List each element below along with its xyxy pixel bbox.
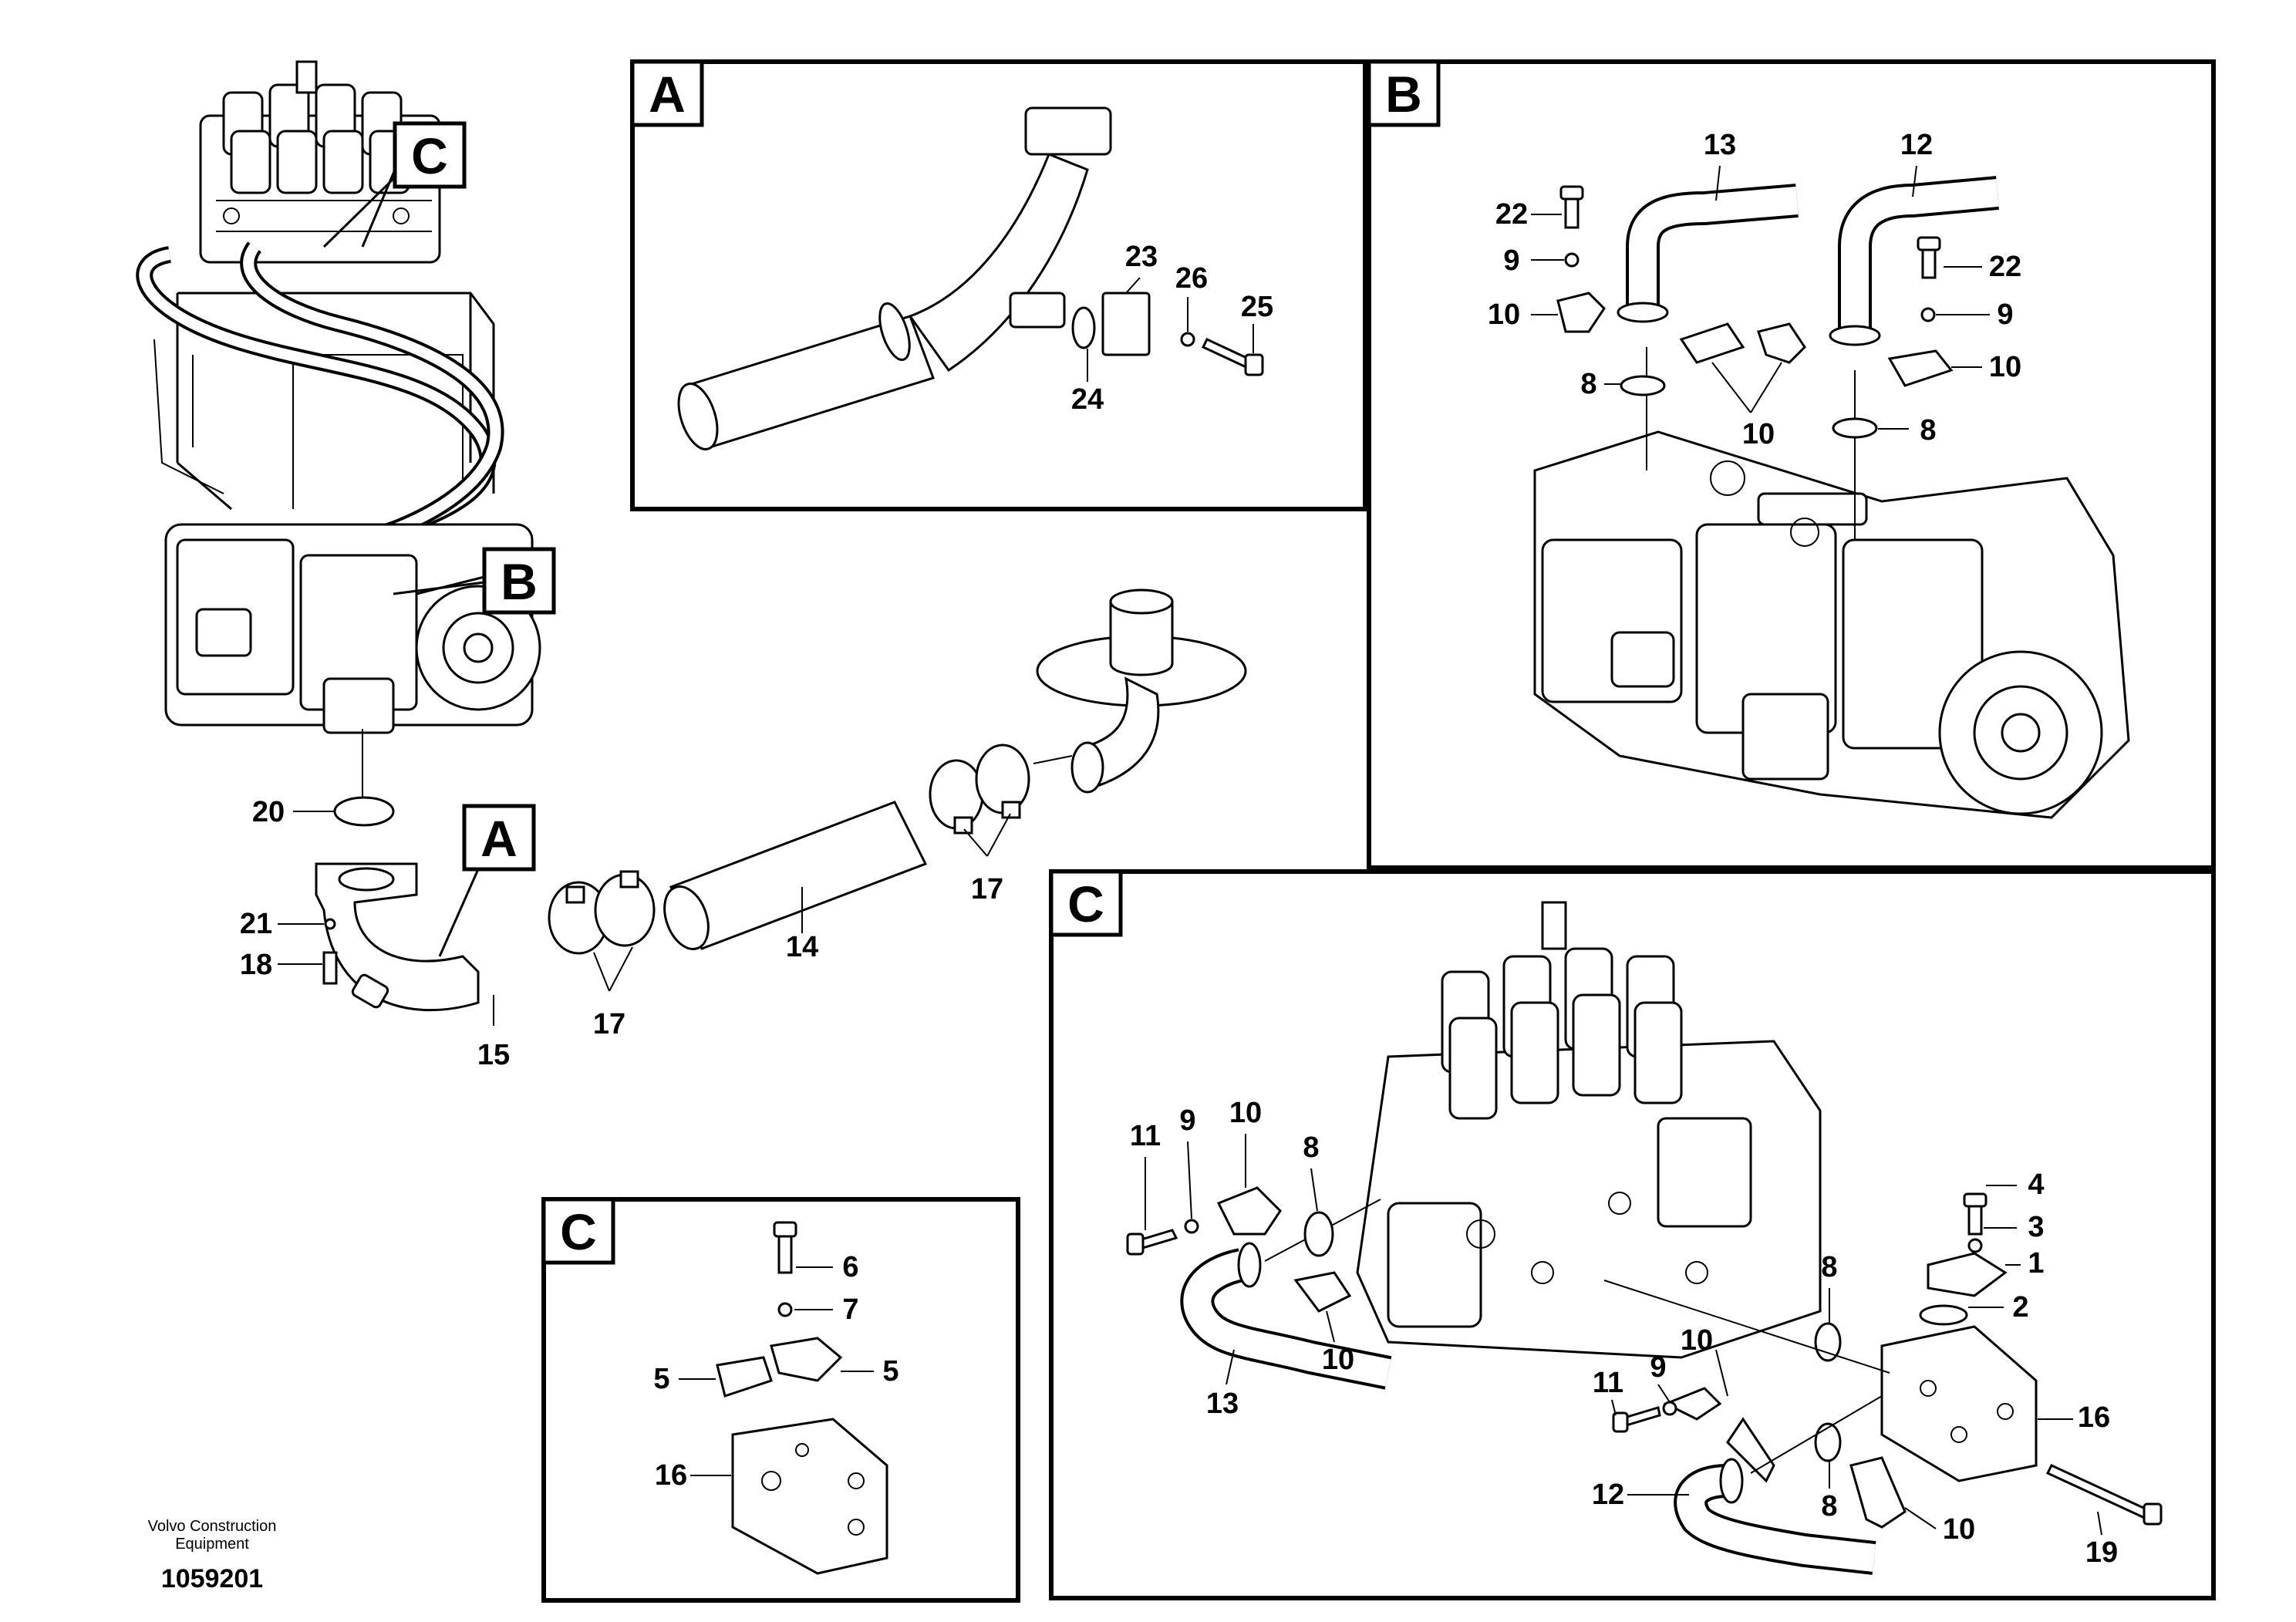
suction-hose-14[interactable] <box>656 801 928 955</box>
overview-callout-c[interactable]: C <box>322 121 467 248</box>
footer: Volvo Construction Equipment 1059201 <box>148 1518 277 1593</box>
callout-number: 16 <box>655 1459 687 1492</box>
callout-number: 11 <box>1130 1120 1161 1152</box>
suction-elbow-15[interactable] <box>315 862 480 1012</box>
callout-number: 22 <box>1495 198 1528 231</box>
view-letter: B <box>1385 66 1422 123</box>
callout-number: 16 <box>2078 1401 2110 1434</box>
panel-a-fasteners[interactable] <box>1071 292 1264 376</box>
panel-b-fasteners-left[interactable] <box>1556 185 1806 396</box>
callout-number: 8 <box>1920 414 1936 447</box>
callout-number: 2 <box>2012 1291 2028 1324</box>
callout-number: 8 <box>1303 1131 1319 1164</box>
callout-number: 10 <box>1322 1344 1354 1376</box>
panel-c-main: C <box>1049 869 2216 1600</box>
callout-number: 10 <box>1943 1513 1975 1546</box>
callout-number: 10 <box>1681 1324 1713 1357</box>
callout-number: 9 <box>1650 1351 1666 1384</box>
panel-c-tube-13[interactable] <box>1180 1242 1392 1390</box>
support-frame-illustration <box>153 292 495 511</box>
callout-number: 10 <box>1989 351 2021 383</box>
callout-number: 10 <box>1229 1097 1262 1129</box>
o-ring-24 <box>1071 306 1096 349</box>
callout-number: 10 <box>1488 298 1520 331</box>
washer-26 <box>1180 332 1195 347</box>
callout-number: 24 <box>1071 383 1104 416</box>
view-letter: C <box>1067 875 1104 932</box>
callout-number: 9 <box>1503 244 1519 277</box>
callout-number: 15 <box>477 1039 510 1071</box>
panel-b-tube-13[interactable] <box>1617 184 1799 323</box>
callout-number: 7 <box>842 1293 858 1326</box>
callout-number: 8 <box>1580 368 1596 400</box>
callout-number: 12 <box>1592 1479 1624 1511</box>
panel-b-fasteners-right[interactable] <box>1832 236 1954 439</box>
callout-number: 14 <box>786 931 818 963</box>
panel-c-fasteners-right[interactable] <box>1612 1192 2163 1529</box>
callout-number: 20 <box>252 796 285 828</box>
plate-23 <box>1101 292 1151 356</box>
view-letter: A <box>480 810 518 867</box>
overview-callout-a[interactable]: A <box>438 804 536 957</box>
overview-machine-assembly: C B A <box>136 60 556 957</box>
panel-a: A 24 23 26 25 <box>630 59 1367 511</box>
callout-number: 13 <box>1704 129 1736 161</box>
callout-number: 13 <box>1206 1388 1239 1420</box>
callout-number: 9 <box>1997 298 2013 331</box>
hose-clamps-17-lower[interactable] <box>548 870 656 955</box>
callout-number: 6 <box>842 1251 858 1283</box>
brand-line-1: Volvo Construction <box>148 1518 277 1535</box>
panel-c-fasteners-left[interactable] <box>1126 1186 1352 1313</box>
callout-number: 10 <box>1742 418 1775 450</box>
callout-number: 25 <box>1241 291 1273 323</box>
view-letter: C <box>560 1203 597 1260</box>
callout-number: 18 <box>240 949 272 981</box>
callout-number: 8 <box>1821 1490 1837 1523</box>
panel-b: B <box>1367 59 2216 870</box>
doc-number: 1059201 <box>161 1564 263 1593</box>
callout-number: 4 <box>2028 1168 2044 1201</box>
callout-number: 23 <box>1125 241 1158 273</box>
callout-number: 5 <box>653 1363 669 1395</box>
callout-number: 19 <box>2085 1536 2118 1569</box>
view-letter: A <box>649 66 686 123</box>
panel-c-small: C 6 7 5 5 16 <box>541 1197 1020 1603</box>
callout-number: 5 <box>882 1355 899 1388</box>
panel-b-pump-illustration <box>1533 430 2130 819</box>
panel-b-tube-12[interactable] <box>1829 176 1999 346</box>
screw-18[interactable] <box>322 951 338 985</box>
callout-number: 9 <box>1179 1104 1195 1137</box>
callout-number: 8 <box>1821 1251 1837 1283</box>
washer-21[interactable] <box>324 918 336 930</box>
panel-c-small-parts[interactable] <box>716 1221 888 1575</box>
callout-number: 11 <box>1593 1367 1623 1399</box>
brand-line-2: Equipment <box>175 1536 249 1553</box>
panel-c-tube-12[interactable] <box>1674 1458 1876 1575</box>
callout-number: 12 <box>1900 129 1933 161</box>
callout-number: 22 <box>1989 251 2021 283</box>
hydraulic-pump-illustration <box>164 523 541 802</box>
callout-number: 17 <box>971 873 1003 905</box>
view-letter: B <box>501 553 538 610</box>
overview-callout-b[interactable]: B <box>393 547 556 615</box>
callout-number: 17 <box>593 1008 625 1040</box>
panel-c-control-valve-illustration <box>1356 901 1822 1359</box>
panel-a-suction-pipe[interactable] <box>671 106 1112 454</box>
callout-number: 3 <box>2028 1211 2044 1243</box>
hose-clamps-17-upper[interactable] <box>929 744 1030 835</box>
panel-c-block-16[interactable] <box>1880 1325 2038 1482</box>
callout-number: 21 <box>240 908 272 940</box>
o-ring-20[interactable] <box>333 796 395 827</box>
callout-number: 1 <box>2028 1247 2044 1280</box>
suction-line-parts: 20 15 18 21 17 14 <box>240 588 1247 1071</box>
callout-number: 26 <box>1175 262 1208 295</box>
control-valve-illustration <box>199 60 441 264</box>
view-letter: C <box>411 127 448 184</box>
overview-hoses <box>136 241 504 588</box>
tank-outlet-flange[interactable] <box>1036 588 1247 794</box>
